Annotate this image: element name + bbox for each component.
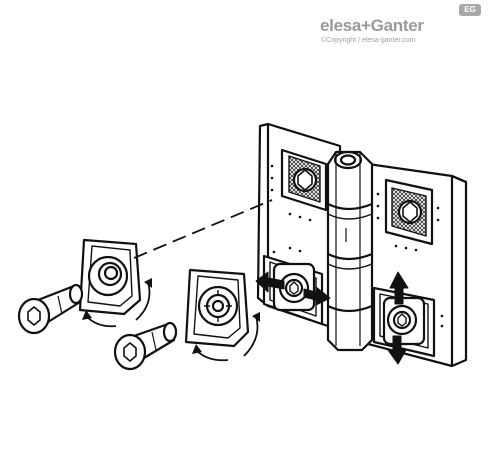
brand-logo: elesa+Ganter EG ©Copyright | elesa-gante… <box>320 4 481 54</box>
installed-insert-left <box>272 262 316 312</box>
loose-insert-1 <box>78 238 142 316</box>
copyright-text: ©Copyright | elesa-ganter.com <box>321 37 416 44</box>
top-pocket-right <box>384 178 434 246</box>
screw-2 <box>113 321 178 371</box>
assembly-guide-line <box>133 199 273 259</box>
horizontal-adjust-arrow <box>255 271 331 306</box>
top-pocket-left <box>280 148 328 212</box>
hinge-knuckle <box>326 150 374 352</box>
loose-insert-2 <box>184 268 250 348</box>
brand-name: elesa+Ganter <box>320 16 424 35</box>
brand-badge: EG <box>459 4 481 16</box>
screw-1 <box>17 283 84 335</box>
vertical-adjust-arrow <box>387 271 409 365</box>
dot-pattern-right <box>376 192 444 328</box>
installed-insert-right <box>382 296 426 346</box>
